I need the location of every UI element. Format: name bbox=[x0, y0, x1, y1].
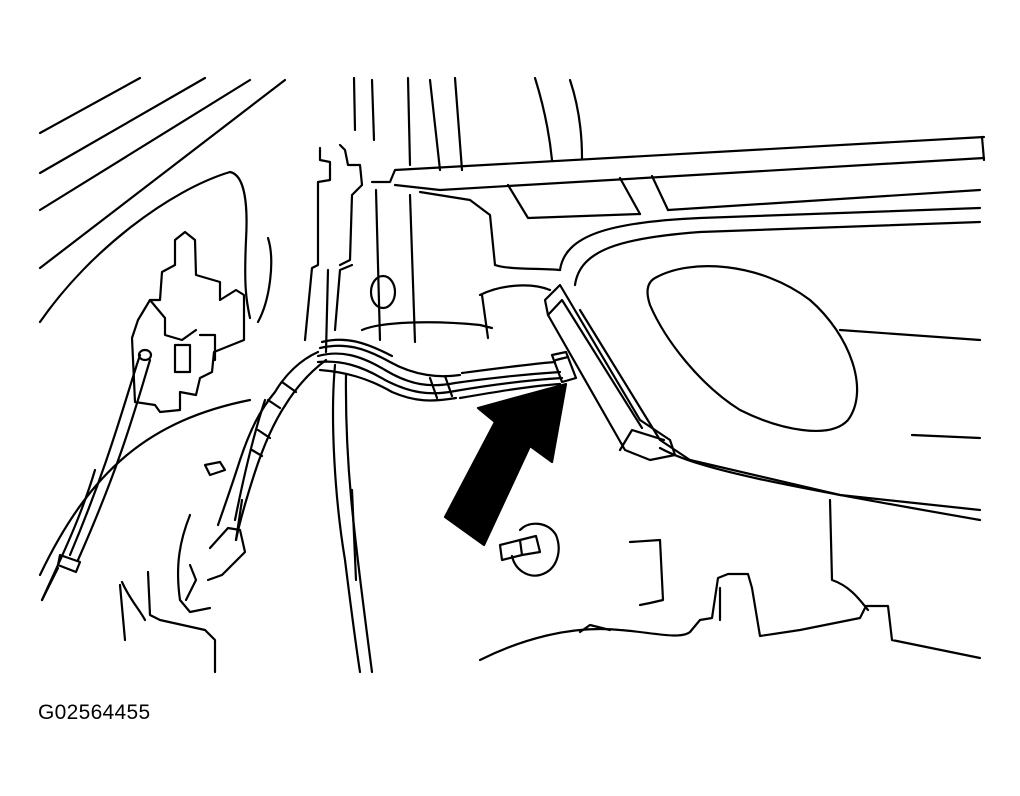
center-pillar bbox=[303, 76, 376, 674]
upper-left-panel-lines bbox=[38, 76, 287, 270]
lower-interior bbox=[360, 263, 982, 662]
door-panel bbox=[558, 206, 982, 522]
connector-housing bbox=[543, 283, 677, 462]
wiring-harness bbox=[216, 338, 564, 542]
left-bracket bbox=[130, 230, 246, 414]
upper-frame bbox=[369, 76, 986, 344]
mounting-stud bbox=[498, 522, 560, 577]
figure-id-label: G02564455 bbox=[38, 701, 151, 724]
right-edge bbox=[980, 135, 986, 162]
left-cable bbox=[40, 348, 153, 602]
lower-left-assembly bbox=[118, 398, 267, 674]
pointer-arrow bbox=[443, 382, 568, 547]
target-connector bbox=[550, 350, 578, 384]
